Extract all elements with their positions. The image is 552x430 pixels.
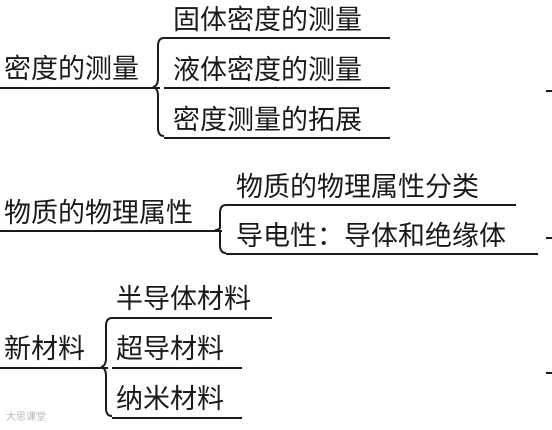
branch-underline [226,253,538,255]
branch-label: 物质的物理属性分类 [236,172,479,203]
branch-label: 液体密度的测量 [173,55,362,86]
branch-bracket [152,37,165,137]
branch-label: 超导材料 [116,334,224,365]
branch-underline [164,87,390,89]
root-underline [0,367,108,369]
root-underline [0,230,222,232]
branch-label: 固体密度的测量 [173,5,362,36]
branch-underline [112,417,242,419]
branch-underline [112,367,242,369]
branch-bracket [100,317,113,417]
branch-underline [112,317,272,319]
branch-underline [164,37,390,39]
watermark: 大思课堂 [6,412,46,423]
edge-connector-mark [546,90,552,92]
root-label: 物质的物理属性 [4,198,193,229]
edge-connector-mark [546,372,552,374]
branch-label: 导电性：导体和绝缘体 [236,221,506,252]
branch-label: 半导体材料 [116,284,251,315]
branch-label: 密度测量的拓展 [173,105,362,136]
branch-label: 纳米材料 [116,384,224,415]
root-label: 密度的测量 [4,54,139,85]
root-label: 新材料 [4,334,85,365]
branch-underline [164,137,390,139]
root-underline [0,87,160,89]
branch-bracket [214,204,227,254]
edge-connector-mark [546,237,552,239]
branch-underline [226,204,516,206]
